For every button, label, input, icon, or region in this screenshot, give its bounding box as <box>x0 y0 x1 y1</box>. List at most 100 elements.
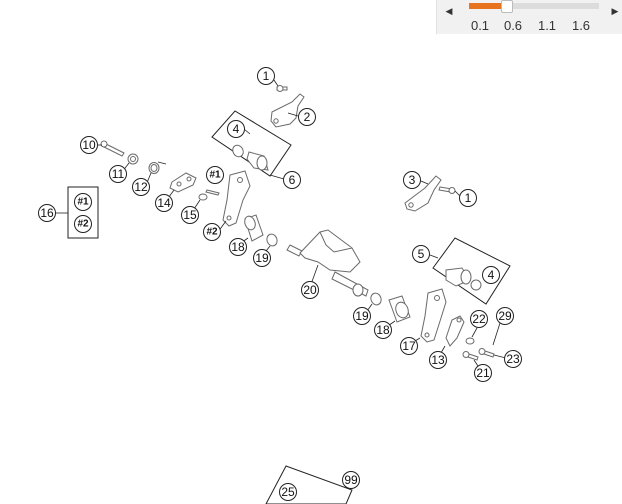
zoom-slider[interactable]: ◀ 0.1 0.6 1.1 1.6 ▶ <box>436 0 622 34</box>
part-washer-15 <box>198 193 208 201</box>
callout-label: 13 <box>431 353 445 367</box>
part-screw-1-top <box>276 85 288 92</box>
part-linkage-arm-left <box>222 170 251 227</box>
part-linkage-arm-right <box>420 288 447 343</box>
callout-16[interactable]: 16 <box>38 204 56 222</box>
part-oring-19-right <box>370 292 382 306</box>
callout-10[interactable]: 10 <box>80 136 98 154</box>
callout-label: 99 <box>344 473 358 487</box>
callout-18-left[interactable]: 18 <box>229 238 247 256</box>
callout-label: 22 <box>472 312 486 326</box>
callout-label: 1 <box>465 191 472 205</box>
leader-lines <box>56 79 507 490</box>
callout-label: 4 <box>233 122 240 136</box>
part-bolt-10 <box>100 140 125 157</box>
callout-label: 25 <box>281 485 295 499</box>
callout-4-top[interactable]: 4 <box>227 120 245 138</box>
callout-21[interactable]: 21 <box>474 364 492 382</box>
zoom-handle[interactable] <box>501 0 514 13</box>
zoom-label: 0.6 <box>503 18 523 33</box>
zoom-label: 0.1 <box>470 18 490 33</box>
callout-hash2[interactable]: #2 <box>203 223 221 241</box>
callout-16-hash2[interactable]: #2 <box>74 215 92 233</box>
callout-14[interactable]: 14 <box>155 194 173 212</box>
callout-label: 20 <box>303 283 317 297</box>
part-ring-12 <box>148 161 167 174</box>
part-oring-19-left <box>266 233 278 247</box>
part-bushing-18-left <box>244 214 264 242</box>
part-screw-1-right <box>438 186 456 194</box>
callout-1-right[interactable]: 1 <box>459 189 477 207</box>
zoom-fill <box>469 3 507 9</box>
callout-23[interactable]: 23 <box>504 350 522 368</box>
callout-16-hash1[interactable]: #1 <box>74 193 92 211</box>
kit-box-99 <box>265 465 353 504</box>
part-plate-14 <box>169 172 197 193</box>
callout-17[interactable]: 17 <box>400 337 418 355</box>
part-lever-2 <box>270 93 305 128</box>
part-shaft-20 <box>286 229 369 297</box>
callout-label: 19 <box>355 309 369 323</box>
callout-label: 1 <box>263 69 270 83</box>
callout-29[interactable]: 29 <box>496 307 514 325</box>
zoom-label: 1.6 <box>571 18 591 33</box>
callout-label: 11 <box>112 167 125 181</box>
kit-box-16 <box>67 186 99 239</box>
callout-11[interactable]: 11 <box>109 165 127 183</box>
callout-18-right[interactable]: 18 <box>374 321 392 339</box>
zoom-scale-labels: 0.1 0.6 1.1 1.6 <box>463 18 603 34</box>
callout-3[interactable]: 3 <box>403 171 421 189</box>
callout-label: 29 <box>498 309 512 323</box>
part-lever-13 <box>445 315 465 347</box>
callout-6[interactable]: 6 <box>283 171 301 189</box>
callout-label: 3 <box>409 173 416 187</box>
callout-label: 10 <box>82 138 96 152</box>
callout-label: 5 <box>418 247 425 261</box>
part-pin <box>205 189 220 196</box>
callout-hash1[interactable]: #1 <box>206 166 224 184</box>
callout-label: 23 <box>506 352 520 366</box>
zoom-track[interactable] <box>469 0 599 13</box>
callout-label: #1 <box>209 170 221 181</box>
zoom-prev-button[interactable]: ◀ <box>445 6 453 16</box>
callout-1-top[interactable]: 1 <box>257 67 275 85</box>
callout-label: 4 <box>488 268 495 282</box>
callout-4-right[interactable]: 4 <box>482 266 500 284</box>
callout-label: 2 <box>304 110 311 124</box>
callout-25[interactable]: 25 <box>279 483 297 501</box>
part-lever-3 <box>404 175 442 212</box>
callout-label: #2 <box>206 227 218 238</box>
part-washer-11 <box>127 153 139 165</box>
part-bolt-23 <box>478 348 495 358</box>
callout-label: 6 <box>289 173 296 187</box>
callout-12[interactable]: 12 <box>132 178 150 196</box>
callout-label: 21 <box>476 366 490 380</box>
callout-20[interactable]: 20 <box>301 281 319 299</box>
callout-99[interactable]: 99 <box>342 471 360 489</box>
callout-label: 18 <box>231 240 245 254</box>
callout-13[interactable]: 13 <box>429 351 447 369</box>
callout-22[interactable]: 22 <box>470 310 488 328</box>
callout-label: 18 <box>376 323 390 337</box>
callout-15[interactable]: 15 <box>181 206 199 224</box>
callout-label: 17 <box>402 339 416 353</box>
callout-label: 12 <box>134 180 148 194</box>
callout-label: 19 <box>255 251 269 265</box>
callout-label: #1 <box>77 197 89 208</box>
zoom-next-button[interactable]: ▶ <box>611 6 619 16</box>
callout-label: #2 <box>77 219 89 230</box>
zoom-label: 1.1 <box>537 18 557 33</box>
callout-label: 15 <box>183 208 197 222</box>
callout-19-left[interactable]: 19 <box>253 249 271 267</box>
callout-5[interactable]: 5 <box>412 245 430 263</box>
callout-label: 14 <box>157 196 171 210</box>
kit-box-6 <box>211 110 292 177</box>
part-bushing-18-right <box>388 295 411 323</box>
callout-19-right[interactable]: 19 <box>353 307 371 325</box>
callout-label: 16 <box>40 206 54 220</box>
part-bolt-21 <box>462 351 479 361</box>
part-washer-22 <box>465 337 475 345</box>
kit-box-5 <box>432 237 511 305</box>
callout-2[interactable]: 2 <box>298 108 316 126</box>
